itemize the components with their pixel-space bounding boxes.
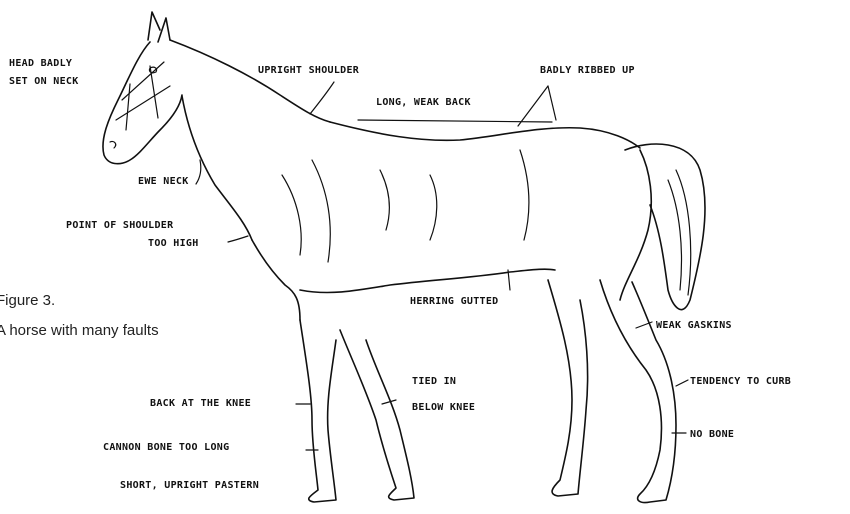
halter (116, 62, 170, 130)
leader-herring (508, 270, 510, 290)
hind-leg-far (548, 280, 588, 496)
neck-bottom (182, 96, 252, 240)
front-leg-near (300, 320, 336, 502)
label-head-badly-set-line2: SET ON NECK (9, 74, 79, 90)
leader-curb (676, 380, 688, 386)
figure-caption-line2: A horse with many faults (0, 321, 159, 341)
label-back-at-the-knee: BACK AT THE KNEE (150, 396, 251, 412)
label-tied-in-line2: BELOW KNEE (412, 400, 475, 416)
tail (625, 144, 705, 310)
leader-upright-shoulder (310, 82, 334, 114)
label-short-upright-pastern: SHORT, UPRIGHT PASTERN (120, 478, 259, 494)
leader-ribbed-up-a (518, 86, 548, 126)
label-herring-gutted: HERRING GUTTED (410, 294, 499, 310)
leader-ribbed-up-b (548, 86, 556, 120)
figure-caption-line1: Figure 3. (0, 291, 55, 311)
label-ewe-neck: EWE NECK (138, 174, 189, 190)
nostril (110, 141, 116, 148)
label-tendency-to-curb: TENDENCY TO CURB (690, 374, 791, 390)
label-long-weak-back: LONG, WEAK BACK (376, 95, 471, 111)
label-badly-ribbed-up: BADLY RIBBED UP (540, 63, 635, 79)
label-point-of-shoulder-line2: TOO HIGH (148, 236, 199, 252)
back-line (330, 122, 640, 148)
label-upright-shoulder: UPRIGHT SHOULDER (258, 63, 359, 79)
leader-tied-in (382, 400, 396, 404)
leader-point (228, 236, 248, 242)
label-tied-in-line1: TIED IN (412, 374, 456, 390)
label-weak-gaskins: WEAK GASKINS (656, 318, 732, 334)
label-no-bone: NO BONE (690, 427, 734, 443)
leader-ewe-neck (196, 160, 201, 184)
belly (300, 269, 555, 292)
tail-hair (668, 170, 691, 295)
shoulder-contour (282, 150, 529, 262)
front-leg-far (340, 330, 414, 500)
neck-top (170, 40, 330, 122)
label-point-of-shoulder-line1: POINT OF SHOULDER (66, 218, 173, 234)
hind-leg-near (600, 280, 676, 503)
label-cannon-bone-too-long: CANNON BONE TOO LONG (103, 440, 229, 456)
hindquarter (620, 150, 651, 300)
label-head-badly-set-line1: HEAD BADLY (9, 56, 72, 72)
ears (148, 12, 170, 42)
chest (252, 240, 300, 320)
